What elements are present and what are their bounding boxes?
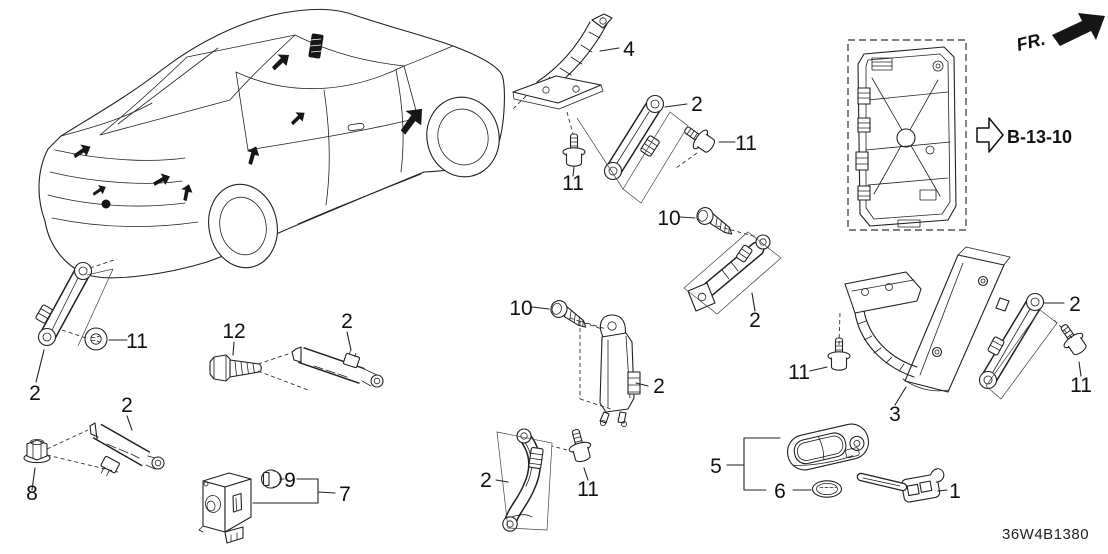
callout-11-a: 11 bbox=[562, 172, 584, 195]
callout-2-center-left: 2 bbox=[341, 310, 353, 333]
bolt-12 bbox=[209, 354, 262, 382]
reference-b-13-10: B-13-10 bbox=[976, 117, 1072, 153]
callout-10-a: 10 bbox=[657, 207, 680, 230]
dashed-leader-lines bbox=[46, 95, 1073, 473]
callout-2-right: 2 bbox=[1069, 293, 1081, 316]
part-1-key-blade bbox=[856, 468, 945, 503]
part-6-battery bbox=[811, 480, 843, 498]
front-wheel bbox=[426, 96, 500, 178]
callout-8: 8 bbox=[26, 482, 38, 505]
callout-labels: 4 2 11 11 10 2 10 2 2 11 12 2 2 8 9 7 2 … bbox=[26, 38, 1092, 506]
callout-4: 4 bbox=[623, 38, 635, 61]
fr-label: FR. bbox=[1014, 29, 1047, 55]
door-handle bbox=[347, 122, 365, 132]
part-7-buzzer bbox=[198, 472, 252, 544]
screw-10-a bbox=[693, 204, 738, 236]
rear-glass bbox=[99, 34, 296, 136]
callout-2-bottom: 2 bbox=[480, 469, 492, 492]
callout-5: 5 bbox=[710, 455, 722, 478]
part-2-antenna-left bbox=[35, 261, 93, 347]
reference-arrow-icon bbox=[976, 117, 1004, 153]
part-2-antenna-center bbox=[599, 314, 641, 427]
bolt-11-d bbox=[564, 426, 595, 465]
callout-11-b: 11 bbox=[735, 132, 757, 155]
callout-10-b: 10 bbox=[509, 297, 532, 320]
part-2-antenna-mid bbox=[687, 234, 771, 312]
callout-6: 6 bbox=[774, 480, 786, 503]
part-2-antenna-center-left bbox=[291, 346, 384, 388]
part-4-tailgate-bracket bbox=[512, 13, 613, 110]
callout-2-left: 2 bbox=[29, 382, 41, 405]
nut-8 bbox=[23, 438, 51, 464]
fr-arrow-icon bbox=[1052, 13, 1105, 46]
part-2-antenna-right bbox=[978, 292, 1045, 390]
callout-11-e: 11 bbox=[788, 361, 810, 384]
part-9-clip bbox=[260, 469, 282, 489]
callout-2-center: 2 bbox=[653, 375, 665, 398]
mounting-plane-lines bbox=[77, 111, 1058, 531]
fr-direction-indicator: FR. bbox=[1014, 13, 1105, 55]
bolt-11-c bbox=[84, 327, 108, 351]
smart-unit-reference-box bbox=[847, 39, 967, 231]
leader-lines bbox=[31, 47, 1082, 504]
callout-7: 7 bbox=[339, 483, 351, 506]
callout-2-mid: 2 bbox=[749, 309, 761, 332]
callout-9: 9 bbox=[284, 469, 296, 492]
part-2-antenna-top bbox=[603, 94, 665, 181]
antenna-location-markers bbox=[72, 33, 426, 209]
callout-12: 12 bbox=[222, 320, 245, 343]
callout-2-lower-left: 2 bbox=[121, 394, 133, 417]
callout-1: 1 bbox=[949, 480, 961, 503]
callout-2-top: 2 bbox=[691, 93, 703, 116]
part-2-antenna-lower-left bbox=[89, 422, 165, 477]
rear-wheel bbox=[208, 183, 278, 269]
diagram-code: 36W4B1380 bbox=[1002, 526, 1089, 543]
car-illustration bbox=[38, 8, 505, 279]
part-5-keyless-remote bbox=[786, 423, 870, 471]
callout-11-c: 11 bbox=[126, 330, 148, 353]
part-3-bracket bbox=[844, 246, 1011, 393]
reference-label: B-13-10 bbox=[1007, 127, 1072, 147]
callout-11-f: 11 bbox=[1070, 374, 1092, 397]
callout-3: 3 bbox=[889, 403, 901, 426]
smart-unit-drawing bbox=[855, 46, 957, 228]
bolt-11-b bbox=[678, 119, 719, 158]
bolt-11-a bbox=[562, 133, 586, 167]
part-2-antenna-bottom bbox=[502, 428, 544, 532]
callout-11-d: 11 bbox=[577, 478, 599, 501]
